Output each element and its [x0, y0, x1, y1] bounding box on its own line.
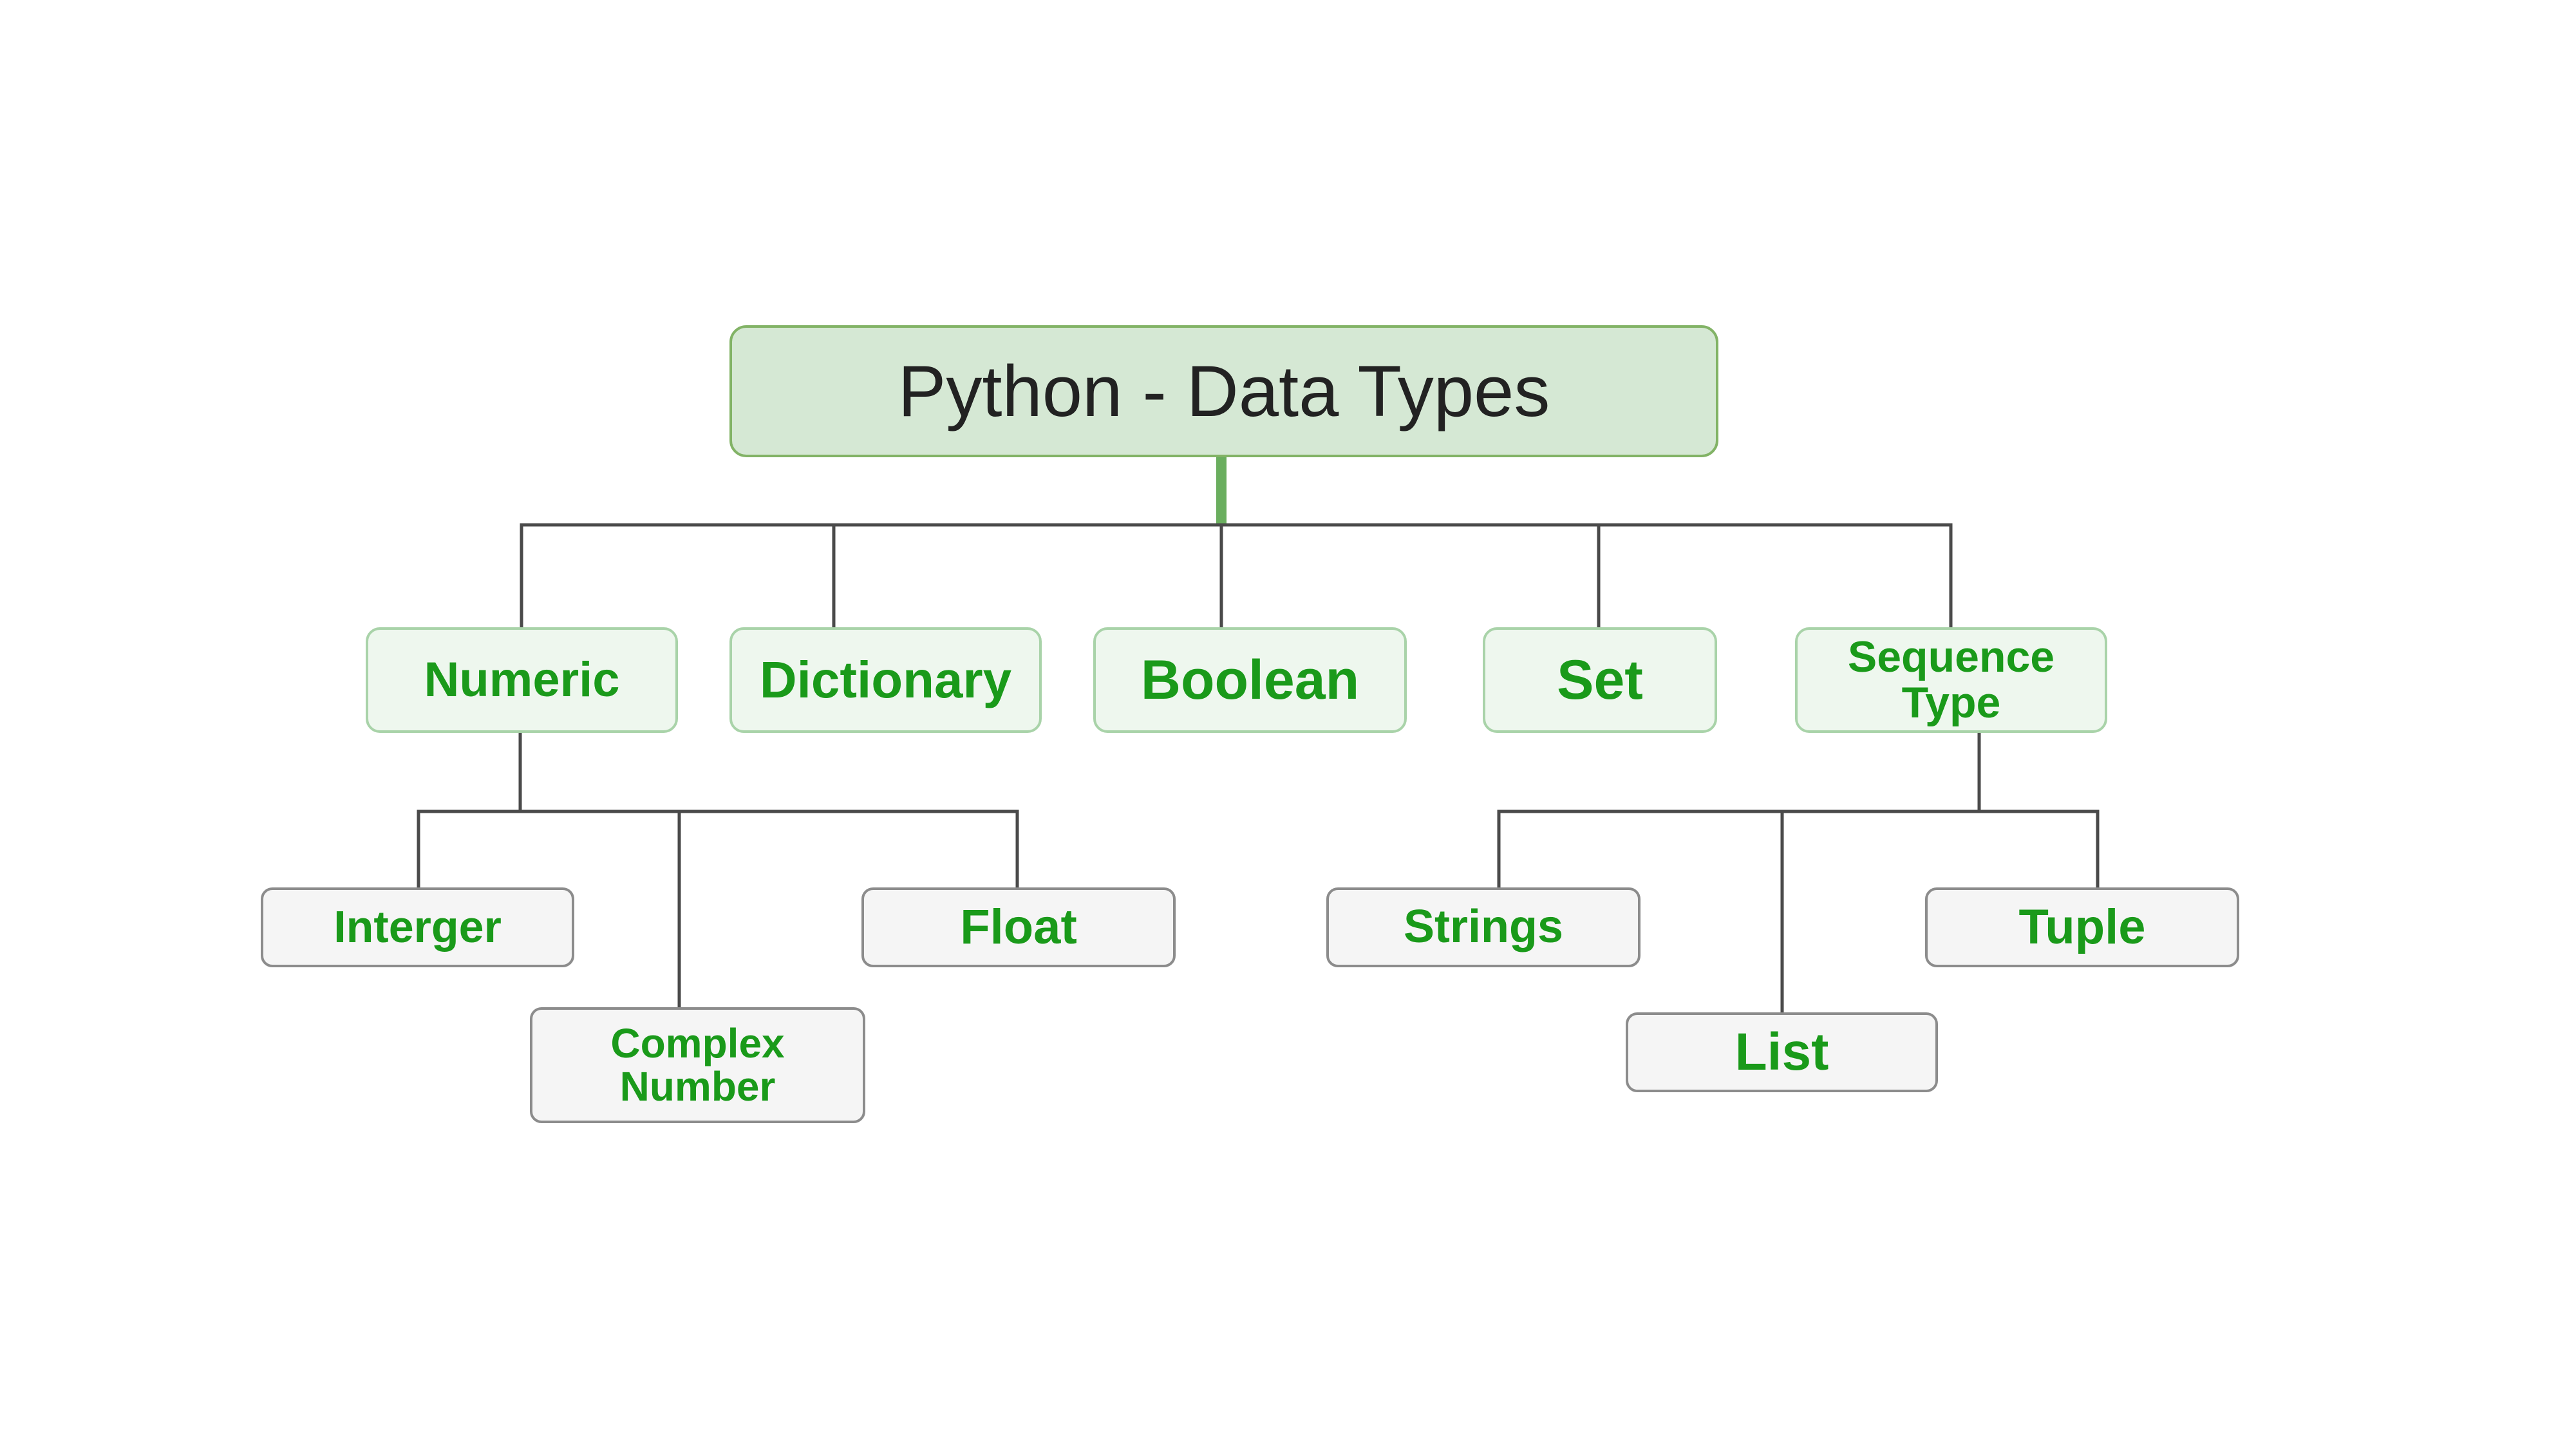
- strings-label: Strings: [1403, 901, 1564, 953]
- tuple-label: Tuple: [2018, 900, 2146, 955]
- leaf-node-list: List: [1626, 1012, 1938, 1092]
- category-node-sequence-type: Sequence Type: [1795, 627, 2107, 733]
- category-node-dictionary: Dictionary: [729, 627, 1042, 733]
- leaf-node-integer: Interger: [261, 887, 574, 967]
- float-label: Float: [960, 900, 1077, 955]
- boolean-label: Boolean: [1140, 649, 1360, 711]
- category-node-numeric: Numeric: [366, 627, 678, 733]
- set-label: Set: [1557, 649, 1643, 711]
- numeric-label: Numeric: [424, 652, 620, 708]
- list-label: List: [1735, 1022, 1829, 1081]
- complex-label-line-1: Complex: [610, 1019, 785, 1066]
- leaf-node-float: Float: [861, 887, 1176, 967]
- category-node-set: Set: [1483, 627, 1717, 733]
- category-node-boolean: Boolean: [1093, 627, 1407, 733]
- leaf-node-complex-number: Complex Number: [530, 1007, 865, 1123]
- sequence-label-line-2: Type: [1901, 678, 2001, 727]
- root-label: Python - Data Types: [898, 350, 1550, 431]
- leaf-node-tuple: Tuple: [1925, 887, 2239, 967]
- complex-label-line-2: Number: [619, 1063, 776, 1110]
- root-node-python-data-types: Python - Data Types: [729, 325, 1718, 457]
- sequence-label-line-1: Sequence: [1847, 632, 2055, 681]
- dictionary-label: Dictionary: [759, 651, 1012, 708]
- integer-label: Interger: [334, 902, 502, 952]
- leaf-node-strings: Strings: [1326, 887, 1641, 967]
